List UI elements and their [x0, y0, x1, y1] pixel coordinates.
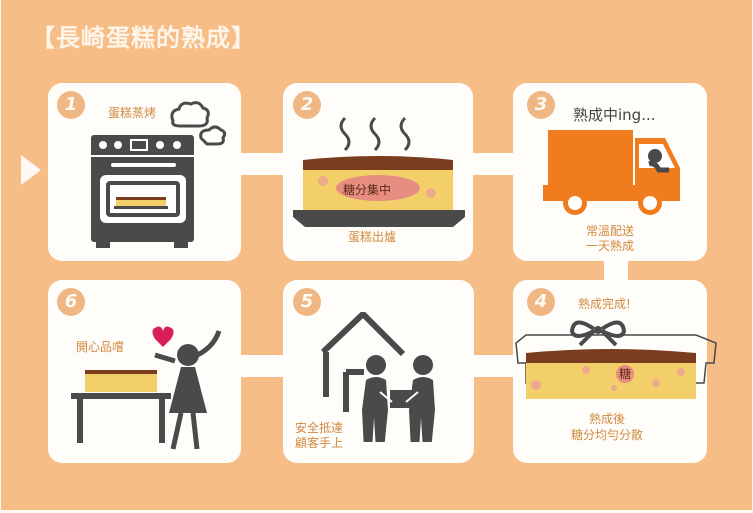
oven-icon	[91, 101, 227, 248]
step-label-line1: 安全抵達	[295, 421, 344, 435]
step-number-badge: 1	[57, 91, 85, 119]
connector-5-6	[239, 355, 285, 377]
step-heading: 熟成中ing...	[573, 106, 656, 124]
step-number-badge: 6	[57, 288, 85, 316]
step-label-line2: 顧客手上	[295, 436, 344, 450]
step-label-line1: 常溫配送	[586, 224, 635, 238]
step-card-3: 3 熟成中ing... 常溫配送 一天熟成	[513, 83, 707, 261]
step-number-badge: 3	[527, 91, 555, 119]
step-label-line2: 糖分均勻分散	[571, 428, 644, 442]
step-card-1: 1 蛋糕蒸烤	[48, 83, 241, 261]
step-label: 蛋糕出爐	[348, 230, 397, 244]
step-label: 蛋糕蒸烤	[108, 106, 157, 120]
step-card-6: 6 開心品嚐	[48, 280, 241, 463]
start-arrow-icon	[21, 155, 41, 185]
cake-sugar-label: 糖	[619, 367, 632, 381]
step-number-badge: 2	[293, 91, 321, 119]
connector-1-2	[239, 153, 285, 175]
step-card-5: 5 安全抵達 顧客手上	[283, 280, 474, 463]
page-title: 【長崎蛋糕的熟成】	[31, 24, 256, 52]
connector-2-3	[471, 153, 515, 175]
connector-4-5	[471, 355, 515, 377]
steaming-cake-icon	[293, 116, 465, 227]
step-card-2: 2 糖分集中 蛋糕出爐	[283, 83, 473, 261]
step-number-badge: 4	[527, 288, 555, 316]
handover-house-icon	[320, 312, 435, 442]
delivery-truck-icon	[543, 130, 680, 215]
step-label: 開心品嚐	[76, 340, 125, 354]
step-label-line2: 一天熟成	[586, 239, 635, 253]
step-heading: 熟成完成!	[578, 297, 631, 311]
girl-table-cake-icon	[71, 326, 222, 450]
gift-box-cake-icon	[515, 320, 717, 399]
step-label-line1: 熟成後	[589, 412, 626, 426]
cake-sugar-label: 糖分集中	[343, 183, 392, 197]
connector-3-4	[604, 258, 628, 282]
step-number-badge: 5	[293, 288, 321, 316]
